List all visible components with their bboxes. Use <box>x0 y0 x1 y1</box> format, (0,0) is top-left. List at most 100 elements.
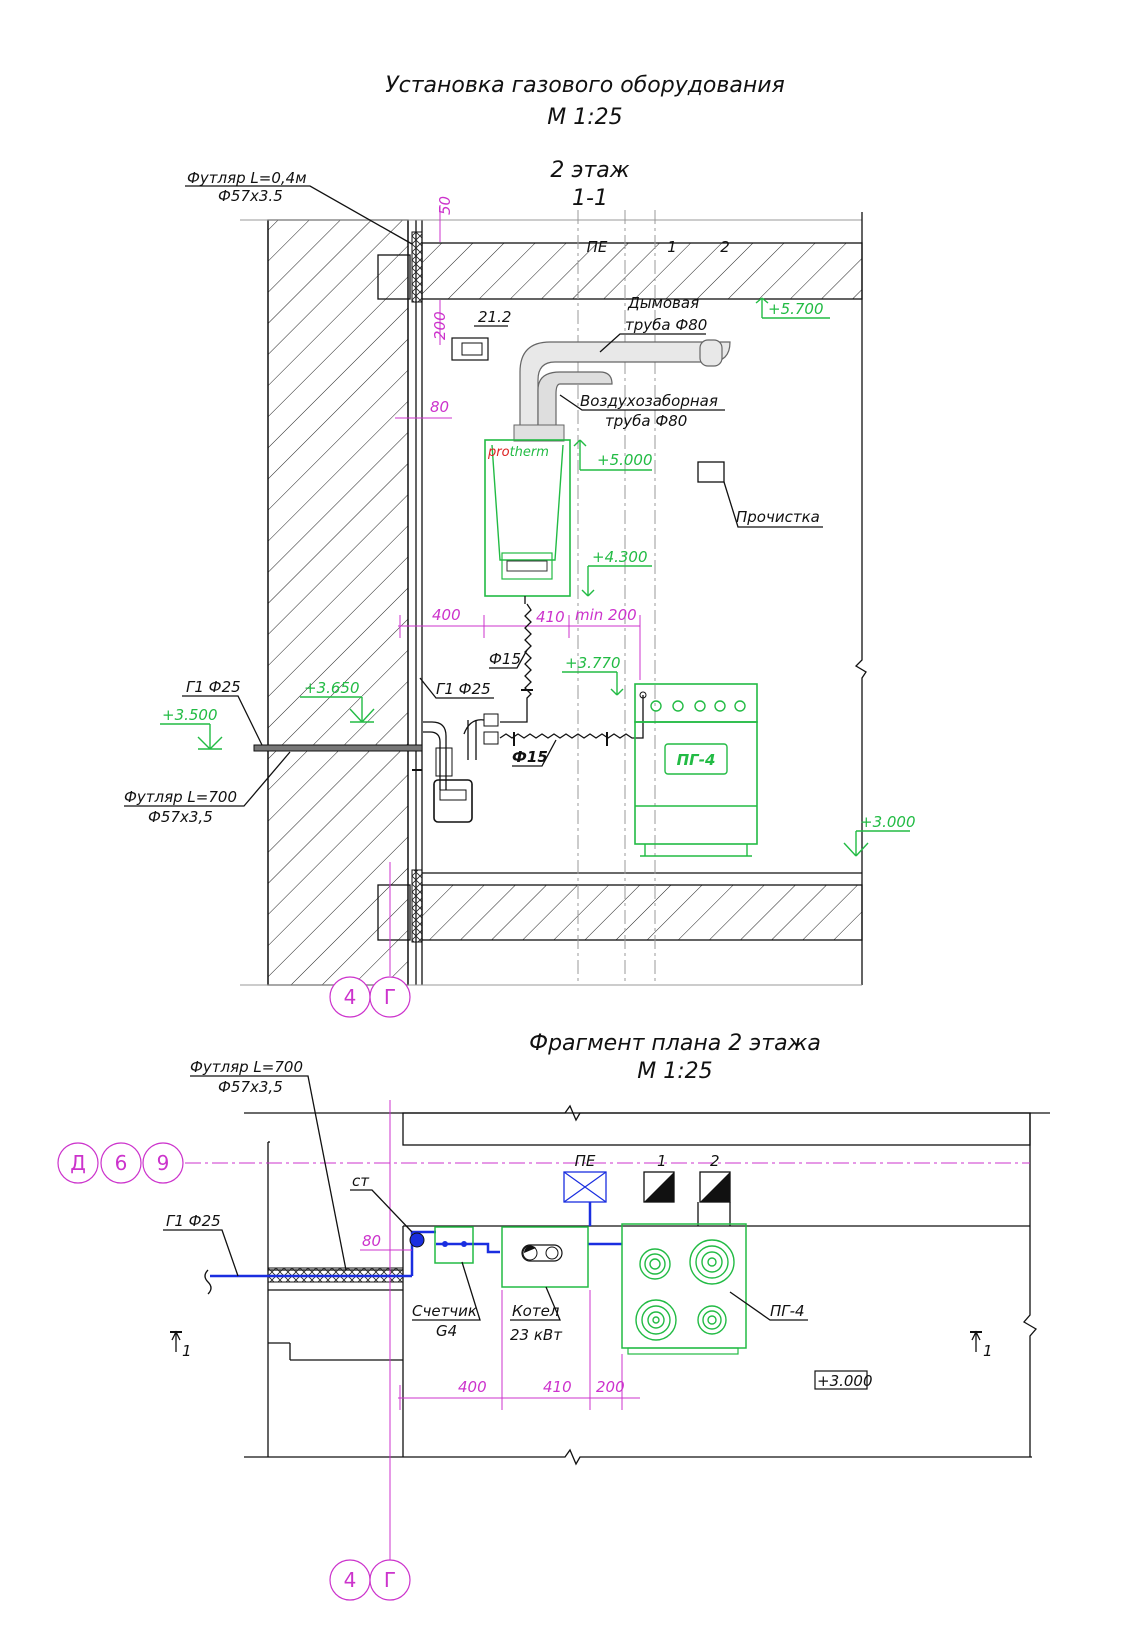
dim-200: 200 <box>431 311 449 340</box>
mark-3650: +3.650 <box>300 679 375 723</box>
dim-50: 50 <box>436 196 454 215</box>
section-floor-label: 2 этаж <box>550 158 629 183</box>
svg-text:9: 9 <box>157 1151 170 1175</box>
gas-piping-section <box>412 603 647 823</box>
thermostat-box <box>451 337 489 361</box>
flue-label-1: Дымовая <box>627 294 699 312</box>
sleeve-top-label-1: Футляр L=0,4м <box>187 169 307 187</box>
plan-level-box <box>814 1370 868 1390</box>
air-label-1: Воздухозаборная <box>580 392 718 410</box>
svg-text:+4.300: +4.300 <box>592 548 648 566</box>
svg-text:+3.770: +3.770 <box>565 654 621 672</box>
mark-3000: +3.000 <box>843 813 916 857</box>
plan-stove <box>621 1223 747 1355</box>
lower-slab <box>421 884 863 941</box>
sheet-title: Установка газового оборудования <box>385 73 785 98</box>
air-label-2: труба Ф80 <box>605 412 687 430</box>
sheet-scale: М 1:25 <box>547 105 622 130</box>
axis-bubble-g-plan: Г <box>369 1559 411 1601</box>
flue-pipe <box>513 339 731 442</box>
mark-5700: +5.700 <box>755 297 830 319</box>
plan-dim-410: 410 <box>543 1378 572 1396</box>
mark-3500: +3.500 <box>160 706 223 750</box>
svg-text:+3.000: +3.000 <box>860 813 916 831</box>
cut-marker-left: 1 <box>170 1330 192 1360</box>
channel-2-label: 2 <box>720 238 730 256</box>
svg-text:6: 6 <box>115 1151 128 1175</box>
plan-meter <box>434 1226 474 1264</box>
flue-label-2: труба Ф80 <box>625 316 707 334</box>
axis-bubble-d: Д <box>57 1142 99 1184</box>
plan-boiler-label-1: Котел <box>512 1302 560 1320</box>
svg-text:1: 1 <box>983 1342 993 1360</box>
svg-text:4: 4 <box>344 1568 357 1592</box>
plan-riser-label: ст <box>352 1172 370 1190</box>
plan-stove-label: ПГ-4 <box>770 1302 805 1320</box>
plan-dim-400: 400 <box>458 1378 487 1396</box>
section-cut-label: 1-1 <box>572 186 608 211</box>
plan-dim-80: 80 <box>362 1232 381 1250</box>
plan-channel-2-label: 2 <box>710 1152 720 1170</box>
svg-text:+3.500: +3.500 <box>162 706 218 724</box>
plan-meter-label-1: Счетчик <box>412 1302 477 1320</box>
svg-text:Г: Г <box>384 1568 396 1592</box>
plan-level-label: +3.000 <box>817 1372 873 1390</box>
pipe-g1-riser-label: Г1 Ф25 <box>436 680 491 698</box>
cleanout-label: Прочистка <box>736 508 820 526</box>
axis-bubble-6: 6 <box>100 1142 142 1184</box>
axis-bubble-4-plan: 4 <box>329 1559 371 1601</box>
plan-boiler <box>501 1226 589 1288</box>
plan-dim-200: 200 <box>596 1378 625 1396</box>
plan-channel-1-label: 1 <box>657 1152 667 1170</box>
mark-3770: +3.770 <box>562 654 624 696</box>
cut-marker-right: 1 <box>970 1330 993 1360</box>
boiler-brand: protherm <box>487 445 549 460</box>
upper-slab <box>421 242 863 300</box>
plan-view: Фрагмент плана 2 этажа М 1:25 ПЕ 1 <box>57 1031 1050 1601</box>
axis-bubble-9: 9 <box>142 1142 184 1184</box>
section-view: 2 этаж 1-1 ПЕ 1 2 Футляр L=0,4м Ф57х3.5 <box>124 158 916 1018</box>
thermostat-label: 21.2 <box>478 308 511 326</box>
boiler-section: protherm <box>484 439 571 604</box>
sleeve-bottom-label-2: Ф57х3,5 <box>148 808 213 826</box>
channel-pe-label: ПЕ <box>587 238 608 256</box>
pipe-d15-b-label: Ф15 <box>512 748 548 766</box>
svg-text:Г: Г <box>384 985 396 1009</box>
plan-sleeve-label-1: Футляр L=700 <box>190 1058 303 1076</box>
stove-section: ПГ-4 <box>634 683 758 857</box>
channel-1-label: 1 <box>667 238 677 256</box>
plan-boiler-label-2: 23 кВт <box>510 1326 563 1344</box>
axis-bubble-g-section: Г <box>369 976 411 1018</box>
cleanout-box <box>697 461 725 483</box>
plan-channel-pe-label: ПЕ <box>575 1152 596 1170</box>
svg-text:4: 4 <box>344 985 357 1009</box>
plan-gas-pipe <box>204 1202 622 1295</box>
mark-4300: +4.300 <box>581 548 652 597</box>
plan-sleeve-label-2: Ф57х3,5 <box>218 1078 283 1096</box>
plan-title: Фрагмент плана 2 этажа <box>529 1031 821 1056</box>
svg-text:Д: Д <box>70 1151 86 1175</box>
sleeve-top-label-2: Ф57х3.5 <box>218 187 283 205</box>
dim-410: 410 <box>536 608 565 626</box>
svg-text:+3.650: +3.650 <box>304 679 360 697</box>
stove-label: ПГ-4 <box>677 751 716 769</box>
dim-min200: min 200 <box>575 606 637 624</box>
pipe-g1-left-label: Г1 Ф25 <box>186 678 241 696</box>
plan-pipe-g1-label: Г1 Ф25 <box>166 1212 221 1230</box>
pipe-d15-a-label: Ф15 <box>489 650 521 668</box>
outer-wall <box>267 219 409 986</box>
channel-pe-box <box>563 1171 607 1203</box>
dim-80: 80 <box>430 398 449 416</box>
svg-text:+5.700: +5.700 <box>768 300 824 318</box>
dim-400: 400 <box>432 606 461 624</box>
mark-5000: +5.000 <box>573 439 653 471</box>
plan-scale: М 1:25 <box>637 1059 712 1084</box>
axis-bubble-4-section: 4 <box>329 976 371 1018</box>
sleeve-bottom-label-1: Футляр L=700 <box>124 788 237 806</box>
svg-text:+5.000: +5.000 <box>597 451 653 469</box>
plan-meter-label-2: G4 <box>436 1322 457 1340</box>
inlet-pipe-sleeve <box>253 744 423 752</box>
svg-text:1: 1 <box>182 1342 192 1360</box>
